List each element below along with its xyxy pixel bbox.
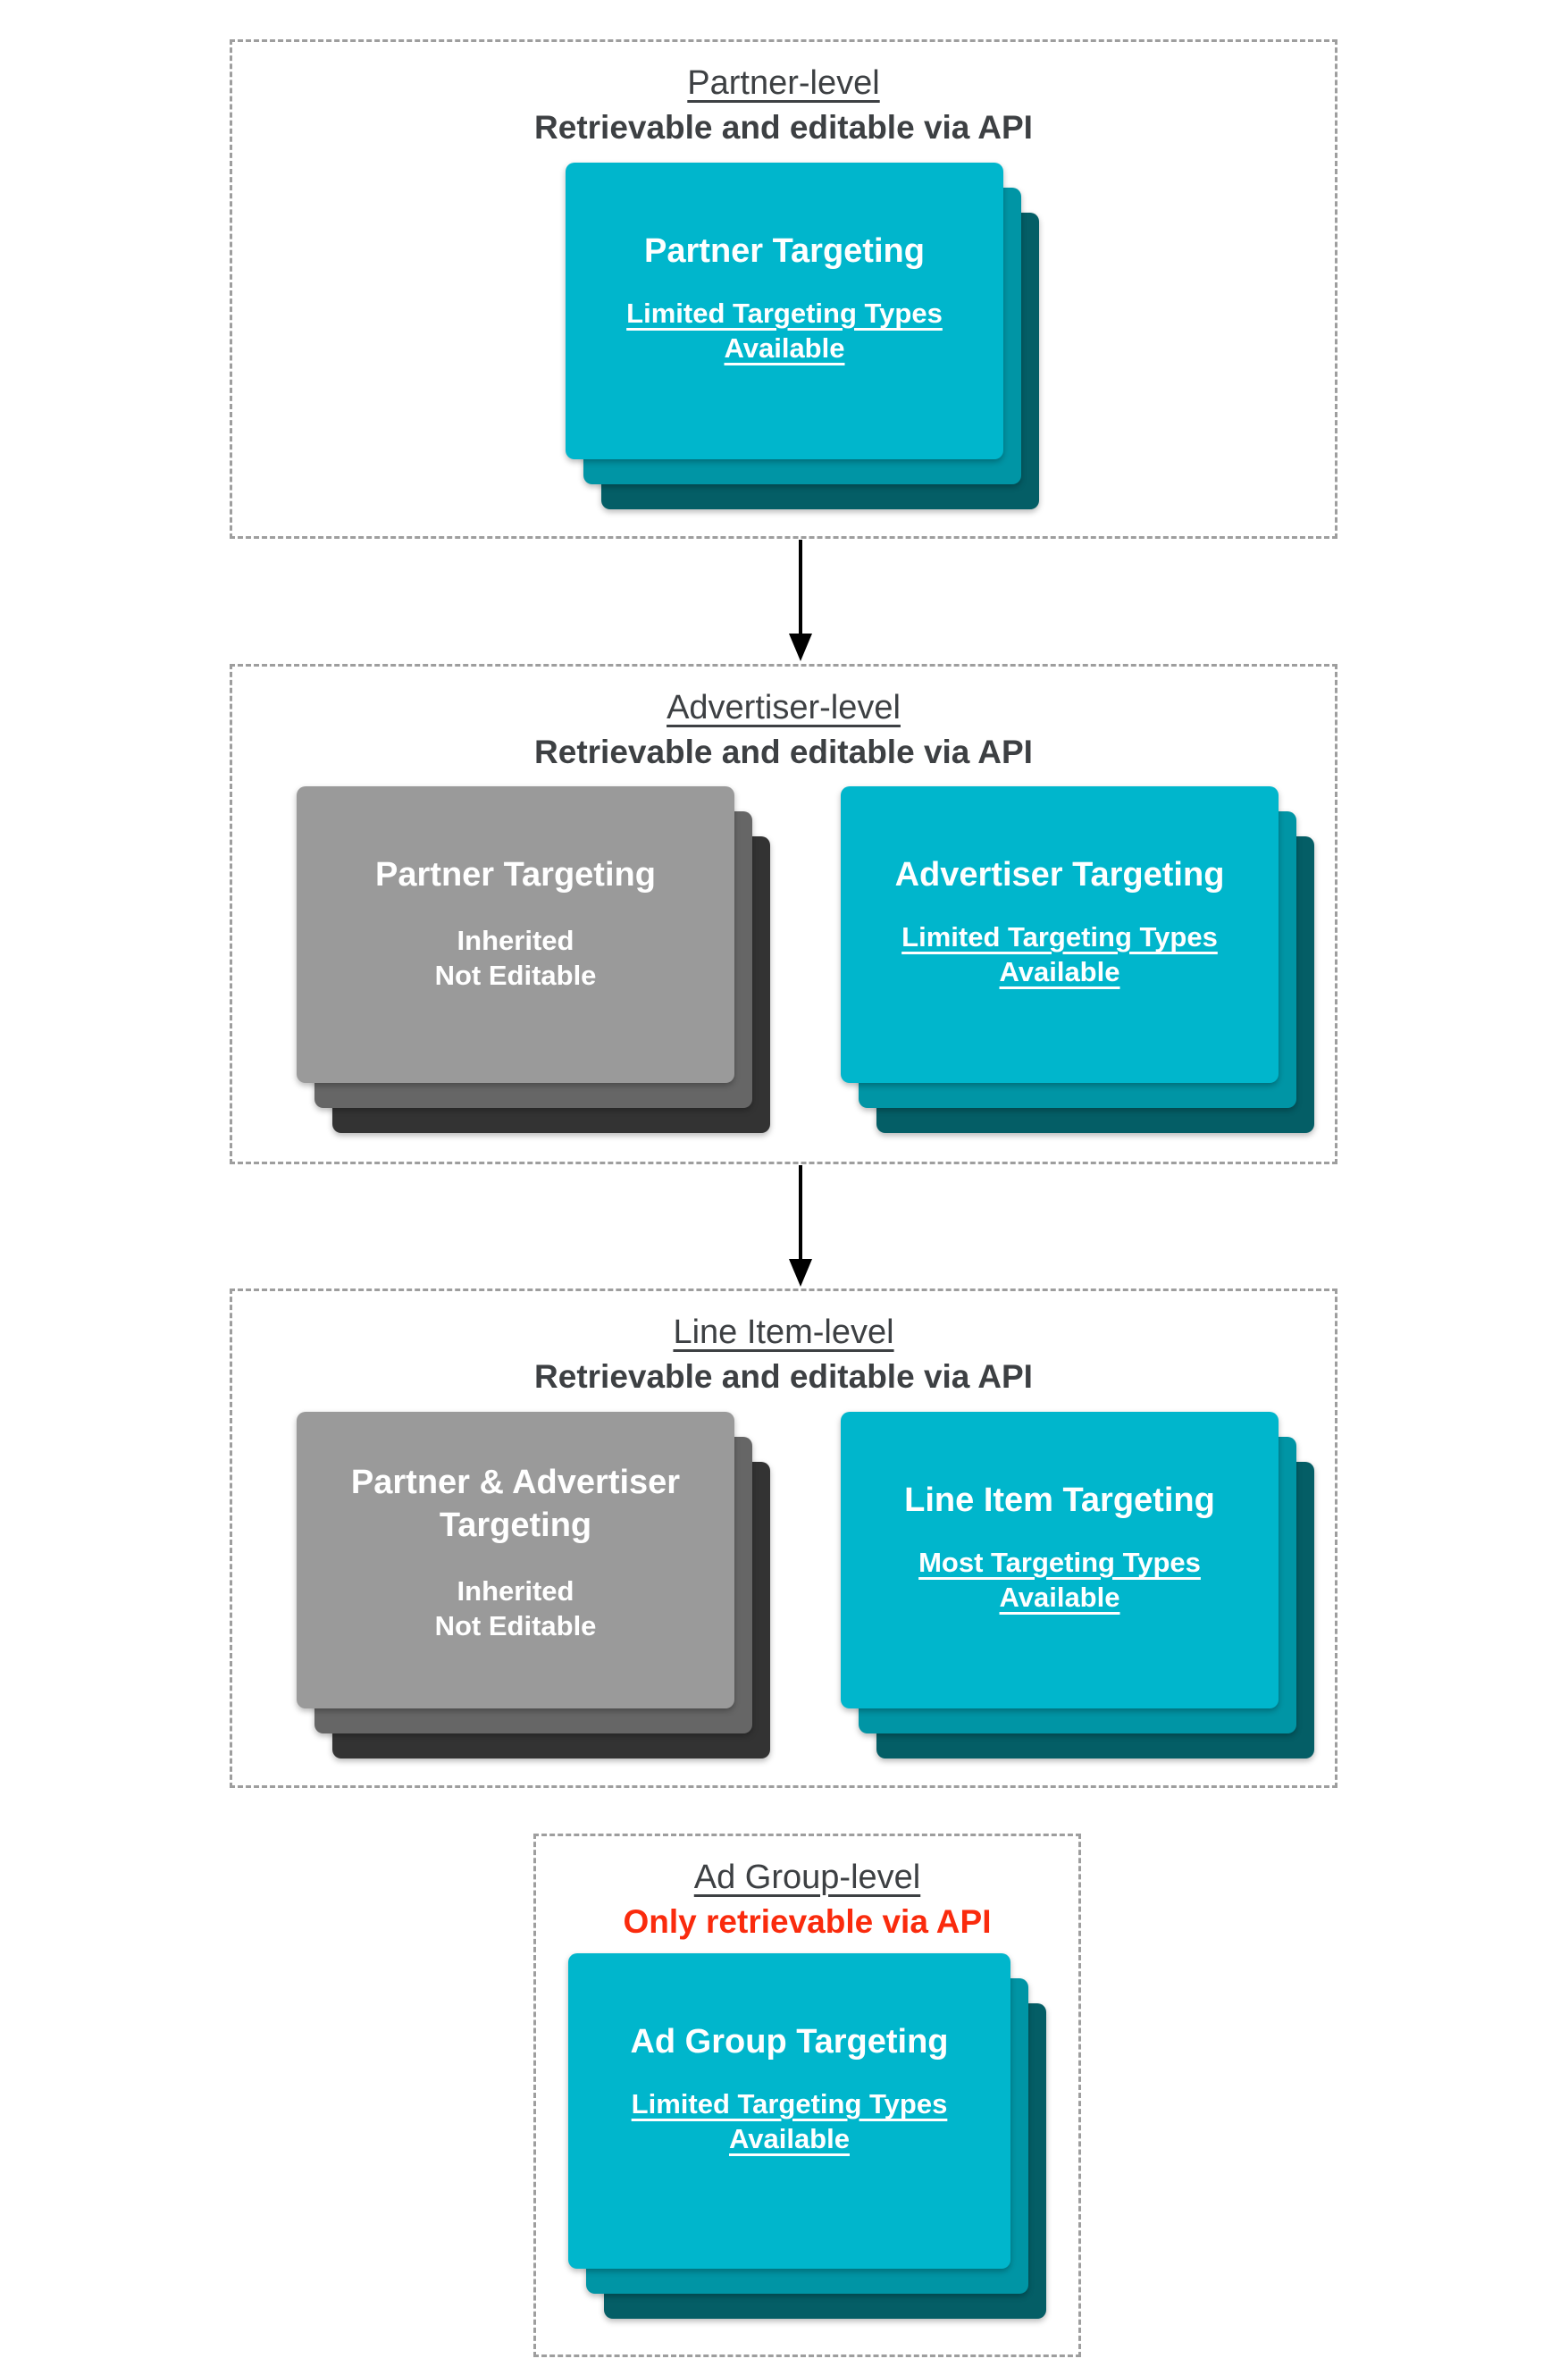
card-title: Partner Targeting — [644, 232, 925, 270]
ad-group-level-subheading: Only retrievable via API — [623, 1903, 992, 1940]
card-subtitle: Limited Targeting Types Available — [626, 298, 943, 364]
arrow-down-line — [799, 1165, 802, 1262]
section-ad-group-level: Ad Group-level Only retrievable via API — [533, 1834, 1081, 2357]
inherited-partner-targeting-card-stack: Partner Targeting Inherited Not Editable — [297, 786, 770, 1133]
card-subtitle: Inherited Not Editable — [434, 1575, 597, 1641]
section-line-item-level: Line Item-level Retrievable and editable… — [230, 1288, 1337, 1788]
line-item-targeting-card: Line Item Targeting Most Targeting Types… — [841, 1412, 1279, 1708]
ad-group-targeting-card-stack: Ad Group Targeting Limited Targeting Typ… — [568, 1953, 1046, 2319]
advertiser-targeting-card: Advertiser Targeting Limited Targeting T… — [841, 786, 1279, 1083]
card-title: Partner & Advertiser Targeting — [350, 1464, 681, 1544]
card-title: Advertiser Targeting — [894, 856, 1225, 894]
section-partner-level: Partner-level Retrievable and editable v… — [230, 39, 1337, 539]
ad-group-targeting-card: Ad Group Targeting Limited Targeting Typ… — [568, 1953, 1010, 2269]
card-subtitle: Limited Targeting Types Available — [631, 2088, 948, 2154]
section-advertiser-level: Advertiser-level Retrievable and editabl… — [230, 664, 1337, 1164]
card-title: Line Item Targeting — [904, 1481, 1215, 1519]
advertiser-targeting-card-stack: Advertiser Targeting Limited Targeting T… — [841, 786, 1314, 1133]
ad-group-level-heading: Ad Group-level — [693, 1859, 921, 1896]
line-item-level-subheading: Retrievable and editable via API — [534, 1358, 1033, 1395]
card-subtitle: Limited Targeting Types Available — [901, 921, 1218, 987]
arrow-down-icon — [789, 1259, 812, 1287]
partner-targeting-card-stack: Partner Targeting Limited Targeting Type… — [566, 163, 1039, 509]
arrow-down-icon — [789, 634, 812, 661]
card-subtitle: Inherited Not Editable — [434, 925, 597, 991]
partner-level-heading: Partner-level — [687, 64, 880, 102]
line-item-targeting-card-stack: Line Item Targeting Most Targeting Types… — [841, 1412, 1314, 1758]
arrow-down-line — [799, 540, 802, 636]
card-subtitle: Most Targeting Types Available — [918, 1547, 1201, 1613]
card-title: Ad Group Targeting — [630, 2023, 949, 2061]
advertiser-level-subheading: Retrievable and editable via API — [534, 734, 1033, 770]
advertiser-level-heading: Advertiser-level — [667, 689, 901, 726]
partner-level-subheading: Retrievable and editable via API — [534, 109, 1033, 146]
inherited-partner-advertiser-card-stack: Partner & Advertiser Targeting Inherited… — [297, 1412, 770, 1758]
card-title: Partner Targeting — [375, 856, 656, 894]
inherited-partner-advertiser-card: Partner & Advertiser Targeting Inherited… — [297, 1412, 734, 1708]
line-item-level-heading: Line Item-level — [673, 1314, 894, 1351]
inherited-partner-targeting-card: Partner Targeting Inherited Not Editable — [297, 786, 734, 1083]
partner-targeting-card: Partner Targeting Limited Targeting Type… — [566, 163, 1003, 459]
